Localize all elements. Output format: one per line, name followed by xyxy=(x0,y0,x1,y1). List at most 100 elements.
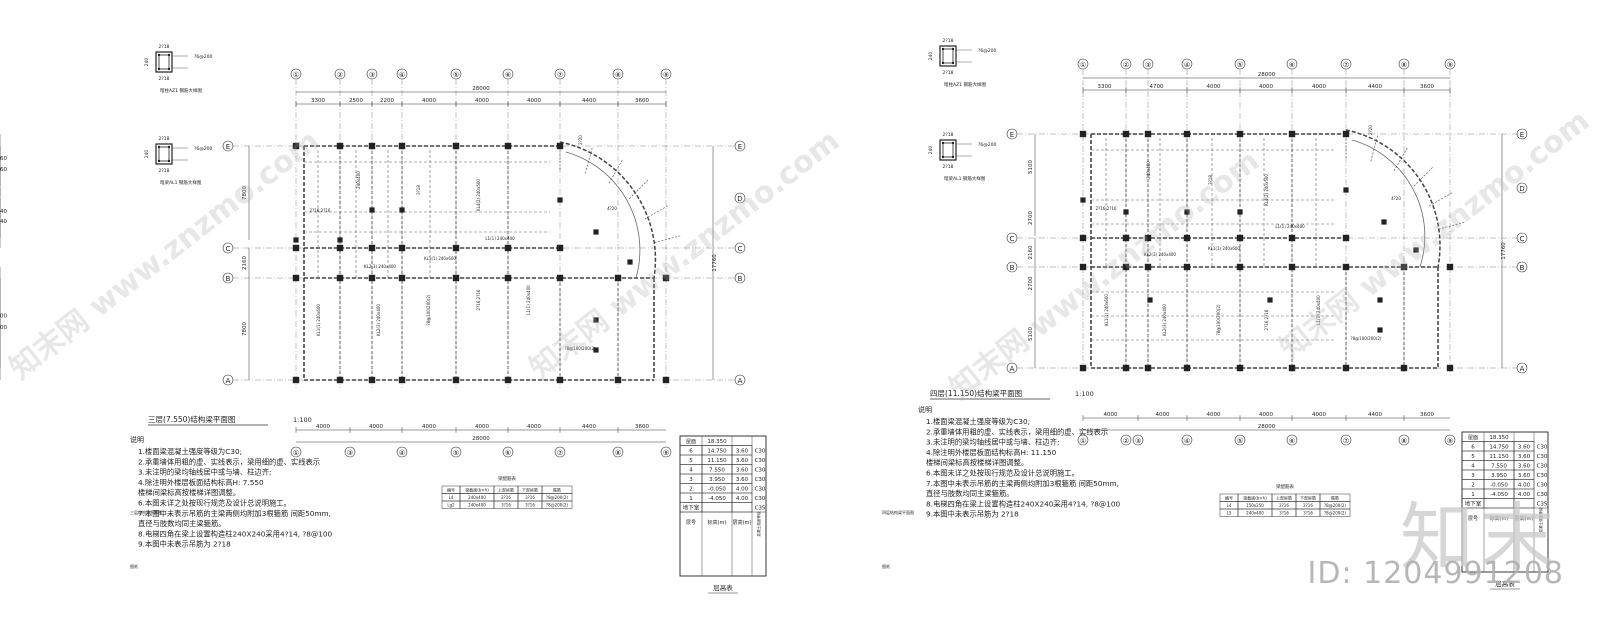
column xyxy=(292,274,300,282)
column xyxy=(1122,364,1130,372)
rebar-dot xyxy=(157,53,161,57)
column xyxy=(504,376,512,384)
column xyxy=(1144,234,1152,242)
section-caption: 暗梁AL1 钢筋大样图 xyxy=(160,179,202,186)
column xyxy=(556,244,564,252)
rebar-dot xyxy=(941,141,945,145)
axis-bubble-bottom xyxy=(290,446,302,458)
beam-table-cell xyxy=(1319,508,1351,517)
rebar-dot xyxy=(157,145,161,149)
sheet-label: 四层结构梁平面图 xyxy=(882,509,914,515)
dimension-value-top: 4400 xyxy=(1368,84,1382,90)
column xyxy=(368,142,376,150)
beam-annotation: 240x400 xyxy=(356,171,361,189)
dimension-total-top: 28000 xyxy=(472,86,490,92)
axis-label-top: ② xyxy=(1123,61,1129,69)
beam-table-header: 箍筋 xyxy=(553,486,561,492)
level-table-header: 18.350 xyxy=(707,439,727,445)
section-rebar-label: 2?18 xyxy=(159,168,170,174)
axis-bubble-right xyxy=(1516,182,1528,194)
column xyxy=(1144,364,1152,372)
beam-table-header: 箍筋 xyxy=(1331,494,1339,500)
dimension-value-bottom: 3600 xyxy=(635,424,649,430)
column xyxy=(1079,263,1087,271)
level-table-grade: C30 xyxy=(1537,492,1548,498)
column xyxy=(1400,263,1408,271)
dimension-value-top: 4000 xyxy=(1259,84,1273,90)
rebar-dot xyxy=(167,53,171,57)
radial-beam xyxy=(644,204,670,220)
column xyxy=(1236,364,1244,372)
beam-table-value: 3?16 xyxy=(1279,510,1289,515)
note-line: 直径与肢数均同主梁箍筋。 xyxy=(926,489,1014,498)
section-dim: 240 xyxy=(144,58,150,67)
level-table-footer: 混凝土强度等级 xyxy=(1538,507,1543,533)
axis-label-bottom: ④ xyxy=(1184,437,1190,445)
beam-table-cell xyxy=(541,500,573,509)
section-stirrup xyxy=(158,54,170,70)
level-table-value: 3.950 xyxy=(709,477,725,483)
column xyxy=(662,376,670,384)
axis-label-bottom: ⑦ xyxy=(1343,437,1349,445)
column xyxy=(1122,234,1130,242)
axis-label-bottom: ⑤ xyxy=(1237,437,1243,445)
diagonal-watermark-text: 知末网 www.znzmo.com xyxy=(943,143,1266,406)
diagonal-watermark-text: 知末网 www.znzmo.com xyxy=(1273,103,1596,366)
beam-table-value: 240x400 xyxy=(1246,510,1264,515)
section-rebar-label: 2?18 xyxy=(943,70,954,76)
axis-bubble-bottom xyxy=(1444,434,1456,446)
beam-annotation: 3?18 xyxy=(1208,175,1213,185)
dimension-value-left: 2700 xyxy=(1028,211,1034,225)
beam-annotation: L1(1) 240x400 xyxy=(485,236,515,241)
beam-annotation: 4?20 xyxy=(1391,196,1401,201)
column xyxy=(1288,234,1296,242)
beam-table-header: 编号 xyxy=(447,486,455,492)
column xyxy=(1183,234,1191,242)
column xyxy=(1413,247,1419,253)
column xyxy=(293,237,299,243)
beam-table-value: 3?16 xyxy=(525,502,535,507)
dimension-value-bottom: 4000 xyxy=(475,424,489,430)
column xyxy=(368,274,376,282)
rebar-dot xyxy=(157,67,161,71)
beam-table-value: 2?16 xyxy=(1303,503,1313,508)
note-line: 7.本图中未表示吊筋的主梁两侧均附加3根箍筋 间距50mm, xyxy=(138,509,331,518)
dimension-value-top: 4000 xyxy=(1312,84,1326,90)
dimension-value-bottom: 4000 xyxy=(422,424,436,430)
beam-table-value: 2?16 xyxy=(501,495,511,500)
level-table-value: 14.750 xyxy=(1489,445,1509,451)
dimension-value-top: 2500 xyxy=(349,98,363,104)
rebar-dot xyxy=(941,47,945,51)
dimension-value-bottom: 4000 xyxy=(1104,412,1118,418)
axis-bubble-bottom xyxy=(450,446,462,458)
axis-label-top: ⑤ xyxy=(1237,61,1243,69)
note-line: 3.未注明的梁均轴线居中或与墙、柱边齐; xyxy=(926,438,1059,447)
level-table-grade: C30 xyxy=(1537,464,1548,470)
level-table-caption: 层高表 xyxy=(713,583,733,592)
level-table-value: 3 xyxy=(689,477,693,483)
beam-annotation: KL4(2) 240x500 xyxy=(1264,174,1269,206)
level-table-grade: C30 xyxy=(755,449,766,455)
beam-table-value: 3?16 xyxy=(501,502,511,507)
section-stirrup-label: ?6@200 xyxy=(194,54,212,60)
level-table-value: 3.60 xyxy=(736,477,749,483)
axis-bubble-bottom xyxy=(660,446,672,458)
beam-annotation: KL2(3) 240x400 xyxy=(1144,252,1176,257)
axis-bubble-right xyxy=(734,374,746,386)
section-detail xyxy=(939,139,957,161)
beam-annotation: 2?16;2?16 xyxy=(476,289,481,310)
level-table-footer: 层号 xyxy=(1468,516,1478,522)
column xyxy=(1377,297,1383,303)
column xyxy=(398,376,406,384)
column xyxy=(1122,130,1130,138)
axis-label-top: ⑧ xyxy=(1401,61,1407,69)
axis-label-top: ⑦ xyxy=(1343,61,1349,69)
beam-table-value: 150x250 xyxy=(1246,503,1264,508)
axis-bubble-bottom xyxy=(502,446,514,458)
column xyxy=(1147,297,1153,303)
level-table-value: 3.60 xyxy=(1518,473,1531,479)
level-table-footer: 混凝土强度等级 xyxy=(756,511,761,537)
beam-annotation: 3?18 xyxy=(416,185,421,195)
level-table-grade: C30 xyxy=(755,458,766,464)
dimension-value-bottom: 4000 xyxy=(1156,412,1170,418)
